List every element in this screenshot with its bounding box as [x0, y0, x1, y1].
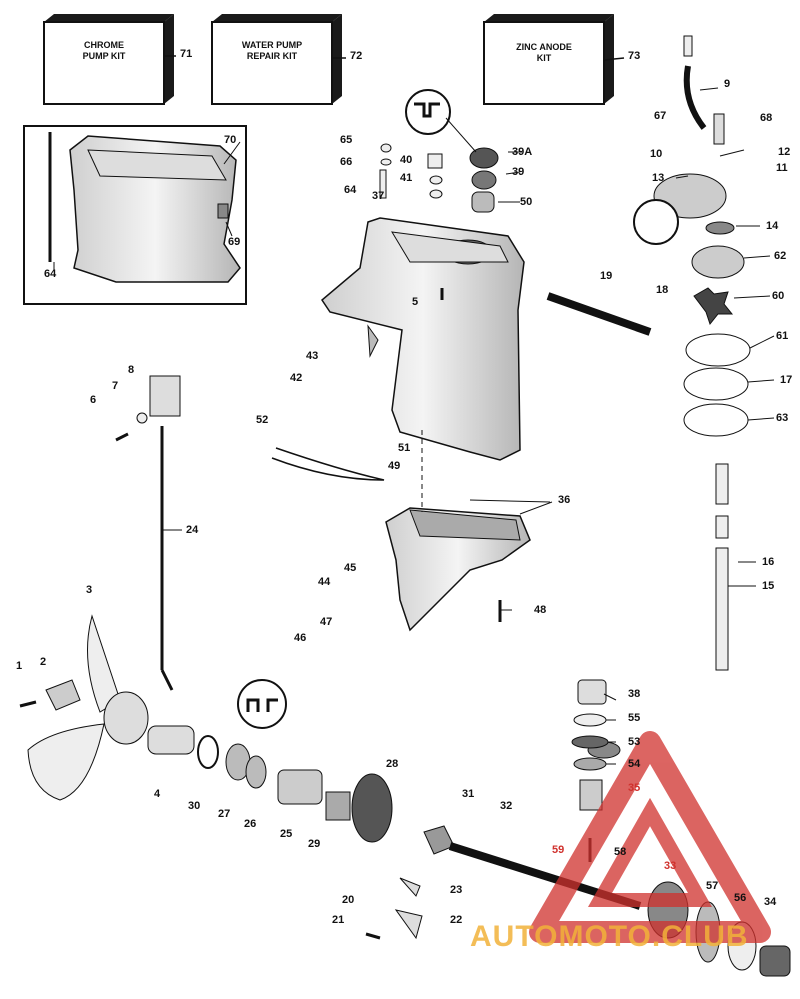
callout-16: 16 — [762, 556, 775, 568]
callout-33: 33 — [664, 860, 677, 872]
callout-32: 32 — [500, 800, 513, 812]
callout-38: 38 — [628, 688, 641, 700]
kit-box-73 — [483, 14, 625, 105]
callout-23: 23 — [450, 884, 463, 896]
drive-shaft-housing — [321, 217, 525, 461]
callout-61: 61 — [776, 330, 789, 342]
callout-34: 34 — [764, 896, 777, 908]
callout-68: 68 — [760, 112, 773, 124]
inset-exhaust-housing — [23, 125, 247, 305]
callout-59: 59 — [552, 844, 565, 856]
callout-53: 53 — [628, 736, 641, 748]
callout-67: 67 — [654, 110, 667, 122]
kit-label-73: ZINC ANODE KIT — [516, 42, 572, 63]
callout-13: 13 — [652, 172, 665, 184]
callout-58: 58 — [614, 846, 627, 858]
callout-3: 3 — [86, 584, 93, 596]
callout-30: 30 — [188, 800, 201, 812]
callout-1: 1 — [16, 660, 23, 672]
callout-57: 57 — [706, 880, 719, 892]
callout-66: 66 — [340, 156, 353, 168]
callout-52: 52 — [256, 414, 269, 426]
callout-26: 26 — [244, 818, 257, 830]
callout-42: 42 — [290, 372, 303, 384]
callout-64-inset: 64 — [44, 268, 57, 280]
callout-60: 60 — [772, 290, 785, 302]
callout-72: 72 — [350, 50, 363, 62]
water-pump-stack — [546, 35, 751, 671]
callout-25: 25 — [280, 828, 293, 840]
shift-rod-parts — [115, 375, 385, 691]
callout-9: 9 — [724, 78, 731, 90]
callout-45: 45 — [344, 562, 357, 574]
callout-71: 71 — [180, 48, 193, 60]
callout-51: 51 — [398, 442, 411, 454]
callout-24: 24 — [186, 524, 199, 536]
callout-28: 28 — [386, 758, 399, 770]
callout-20: 20 — [342, 894, 355, 906]
watermark-text: AUTOMOTO.CLUB — [470, 920, 749, 953]
callout-35: 35 — [628, 782, 641, 794]
callout-14: 14 — [766, 220, 779, 232]
callout-12: 12 — [778, 146, 791, 158]
callout-39a: 39A — [512, 146, 533, 158]
callout-44: 44 — [318, 576, 331, 588]
callout-4: 4 — [154, 788, 161, 800]
callout-56: 56 — [734, 892, 747, 904]
callout-29: 29 — [308, 838, 321, 850]
kit-label-72: WATER PUMP REPAIR KIT — [241, 40, 303, 61]
callout-22: 22 — [450, 914, 463, 926]
kit-box-71 — [43, 14, 176, 105]
callout-10: 10 — [650, 148, 663, 160]
callout-7: 7 — [112, 380, 119, 392]
callout-49: 49 — [388, 460, 401, 472]
callout-65: 65 — [340, 134, 353, 146]
callout-36: 36 — [558, 494, 571, 506]
callout-40: 40 — [400, 154, 413, 166]
callout-54: 54 — [628, 758, 641, 770]
callout-5: 5 — [412, 296, 419, 308]
leader-lines — [162, 87, 775, 765]
callout-17: 17 — [780, 374, 793, 386]
lower-gearcase — [385, 430, 531, 632]
callout-2: 2 — [40, 656, 47, 668]
callout-63: 63 — [776, 412, 789, 424]
callout-37: 37 — [372, 190, 385, 202]
upper-small-parts — [379, 89, 499, 213]
callout-21: 21 — [332, 914, 345, 926]
callout-50: 50 — [520, 196, 533, 208]
callout-70: 70 — [224, 134, 237, 146]
callout-6: 6 — [90, 394, 97, 406]
callout-47: 47 — [320, 616, 333, 628]
watermark-triangle — [529, 731, 771, 943]
callout-69: 69 — [228, 236, 241, 248]
callout-73: 73 — [628, 50, 641, 62]
callout-19: 19 — [600, 270, 613, 282]
callout-48: 48 — [534, 604, 547, 616]
callout-27: 27 — [218, 808, 231, 820]
callout-64: 64 — [344, 184, 357, 196]
callout-62: 62 — [774, 250, 787, 262]
callout-41: 41 — [400, 172, 413, 184]
callout-55: 55 — [628, 712, 641, 724]
callout-11: 11 — [776, 162, 788, 174]
propshaft-parts — [147, 679, 791, 977]
callout-8: 8 — [128, 364, 135, 376]
kit-box-72 — [211, 14, 346, 105]
callout-15: 15 — [762, 580, 775, 592]
callout-18: 18 — [656, 284, 669, 296]
propeller — [19, 614, 149, 801]
callout-39: 39 — [512, 166, 525, 178]
callout-31: 31 — [462, 788, 475, 800]
callout-43: 43 — [306, 350, 319, 362]
kit-label-71: CHROME PUMP KIT — [82, 40, 126, 61]
callout-46: 46 — [294, 632, 307, 644]
